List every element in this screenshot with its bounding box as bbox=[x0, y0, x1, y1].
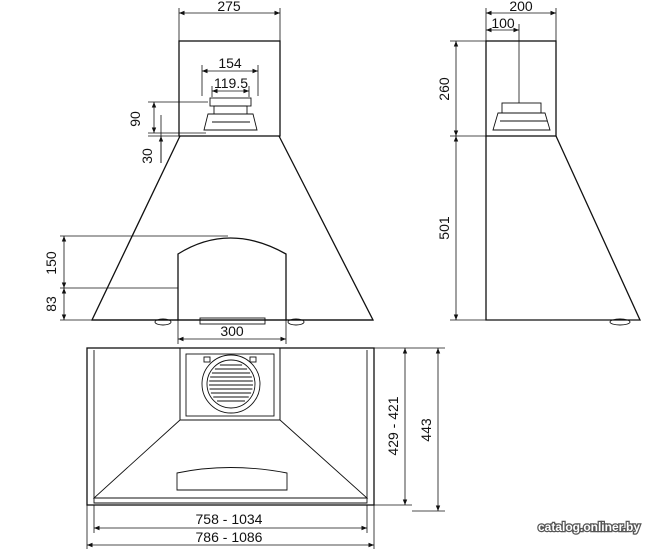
side-view: 200 100 260 501 bbox=[436, 0, 642, 326]
front-chimney bbox=[178, 40, 281, 137]
dim-outlet-height: 90 bbox=[127, 111, 143, 127]
bottom-view: 429 - 421 443 758 - 1034 786 - 1086 bbox=[86, 347, 445, 549]
side-light bbox=[609, 318, 631, 326]
fan-ring-inner bbox=[206, 359, 256, 409]
dim-outlet-offset: 30 bbox=[139, 148, 155, 164]
front-light-right bbox=[287, 318, 305, 326]
bottom-outline bbox=[86, 347, 375, 506]
front-arched-panel bbox=[177, 237, 287, 320]
bottom-front-panel bbox=[176, 467, 288, 491]
side-hood-body bbox=[485, 135, 642, 321]
fan-ring-outer bbox=[201, 354, 261, 414]
fan-grille bbox=[209, 364, 253, 402]
dim-front-width: 275 bbox=[217, 0, 241, 14]
side-outlet-flange bbox=[492, 102, 551, 131]
dim-panel-height: 150 bbox=[43, 251, 59, 275]
front-control-strip bbox=[199, 317, 266, 325]
dim-outlet-inner: 119.5 bbox=[214, 75, 248, 91]
watermark-text: catalog.onliner.by bbox=[538, 520, 640, 534]
front-light-left bbox=[154, 318, 172, 326]
front-outlet-flange bbox=[203, 97, 258, 131]
dim-total-depth: 443 bbox=[418, 418, 434, 442]
dim-side-width: 200 bbox=[509, 0, 533, 14]
dim-panel-width: 300 bbox=[220, 323, 244, 339]
bottom-hood-trapezoid bbox=[92, 419, 369, 499]
dim-chimney-height: 260 bbox=[436, 77, 452, 101]
dim-depth-range: 429 - 421 bbox=[385, 396, 401, 455]
front-view: 275 154 119.5 90 30 150 83 300 bbox=[43, 0, 375, 344]
bottom-motor-housing bbox=[179, 347, 281, 421]
dim-body-height: 501 bbox=[436, 216, 452, 240]
dim-side-outlet: 100 bbox=[491, 15, 515, 31]
side-chimney bbox=[485, 40, 557, 137]
dim-inner-width: 758 - 1034 bbox=[196, 511, 263, 527]
dim-outer-width: 786 - 1086 bbox=[196, 529, 263, 545]
dim-outlet-outer: 154 bbox=[218, 55, 242, 71]
front-hood-body bbox=[90, 135, 375, 321]
dim-panel-bottom: 83 bbox=[43, 296, 59, 312]
